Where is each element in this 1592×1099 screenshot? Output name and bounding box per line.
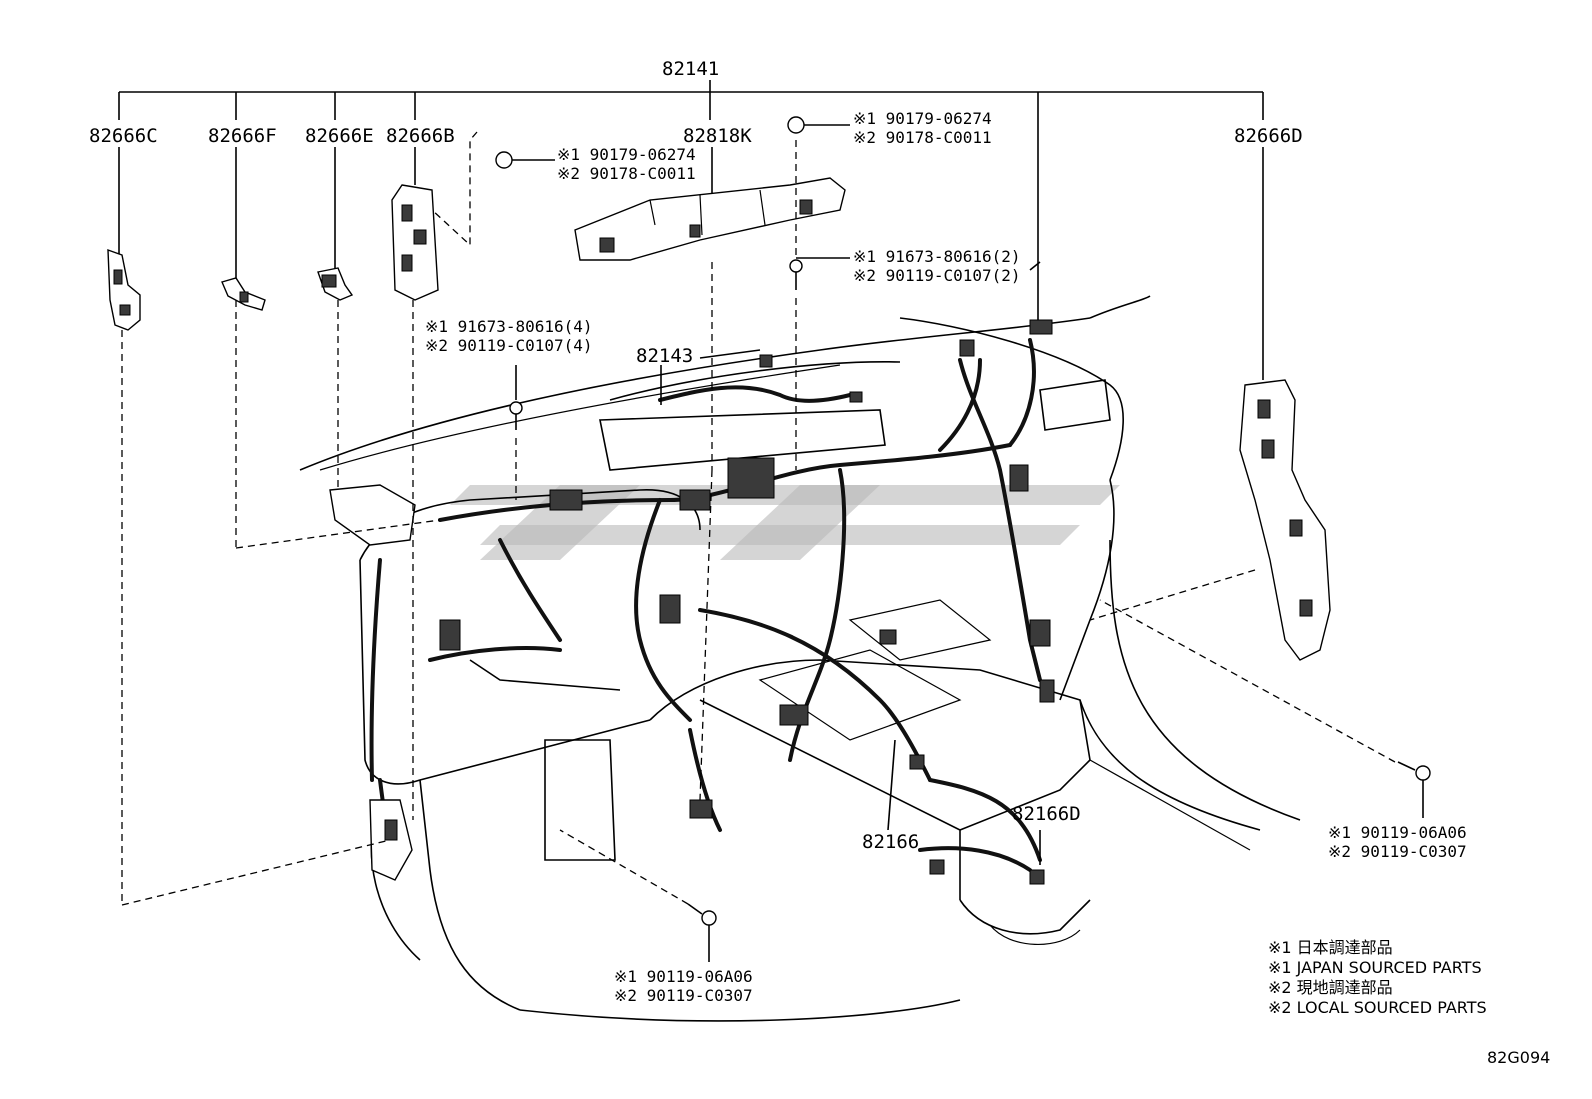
bolt-right-line2: ※2 90119-C0307 — [1328, 842, 1467, 861]
block-82666B — [391, 184, 439, 301]
label-82666B: 82666B — [386, 125, 455, 147]
note-2-en: ※2 LOCAL SOURCED PARTS — [1268, 998, 1487, 1017]
bolt-bottom-line2: ※2 90119-C0307 — [614, 986, 753, 1005]
label-82818K: 82818K — [683, 125, 752, 147]
clip-left-line2: ※2 90178-C0011 — [557, 164, 696, 183]
note-1-jp: ※1 日本調達部品 — [1268, 938, 1393, 957]
label-82166D: 82166D — [1012, 803, 1081, 825]
bolt-left4-line2: ※2 90119-C0107(4) — [425, 336, 593, 355]
label-82166: 82166 — [862, 831, 919, 853]
part-leaders — [118, 147, 1264, 380]
clip-left-line1: ※1 90179-06274 — [557, 145, 696, 164]
bolt-icon — [789, 259, 803, 290]
bolt-icon — [1397, 761, 1431, 781]
leader-82141 — [118, 80, 1264, 320]
label-82666E: 82666E — [305, 125, 374, 147]
bracket-82666C — [107, 248, 141, 331]
bolt-bottom-line1: ※1 90119-06A06 — [614, 967, 753, 986]
clip-icon — [787, 116, 805, 134]
connectors — [439, 319, 1055, 885]
clip-icon — [495, 151, 513, 169]
bolt-icon — [509, 401, 523, 430]
label-82141: 82141 — [662, 58, 719, 80]
bolt-left4-line1: ※1 91673-80616(4) — [425, 317, 593, 336]
bolt-mid2-line2: ※2 90119-C0107(2) — [853, 266, 1021, 285]
bracket-82666F — [221, 277, 266, 311]
bracket-82666D — [1239, 379, 1331, 661]
relay-82666E — [317, 267, 354, 301]
wire-harness — [369, 338, 1042, 872]
note-1-en: ※1 JAPAN SOURCED PARTS — [1268, 958, 1482, 977]
legend-notes: ※1 日本調達部品 ※1 JAPAN SOURCED PARTS ※2 現地調達… — [1268, 938, 1487, 1017]
clip-top-line2: ※2 90178-C0011 — [853, 128, 992, 147]
diagram-code: 82G094 — [1487, 1048, 1550, 1067]
label-82666C: 82666C — [89, 125, 158, 147]
dashed-leaders — [121, 124, 1424, 962]
label-82143: 82143 — [636, 345, 693, 367]
clip-top-line1: ※1 90179-06274 — [853, 109, 992, 128]
note-2-jp: ※2 現地調達部品 — [1268, 978, 1393, 997]
dashboard-outline — [299, 295, 1301, 1022]
bolt-mid2-line1: ※1 91673-80616(2) — [853, 247, 1021, 266]
bolt-icon — [687, 903, 717, 926]
fasteners-drawn — [495, 116, 1431, 926]
bracket-82818K — [574, 177, 846, 261]
label-82666F: 82666F — [208, 125, 277, 147]
label-82666D: 82666D — [1234, 125, 1303, 147]
bolt-right-line1: ※1 90119-06A06 — [1328, 823, 1467, 842]
dash-left-bracket — [329, 484, 416, 881]
